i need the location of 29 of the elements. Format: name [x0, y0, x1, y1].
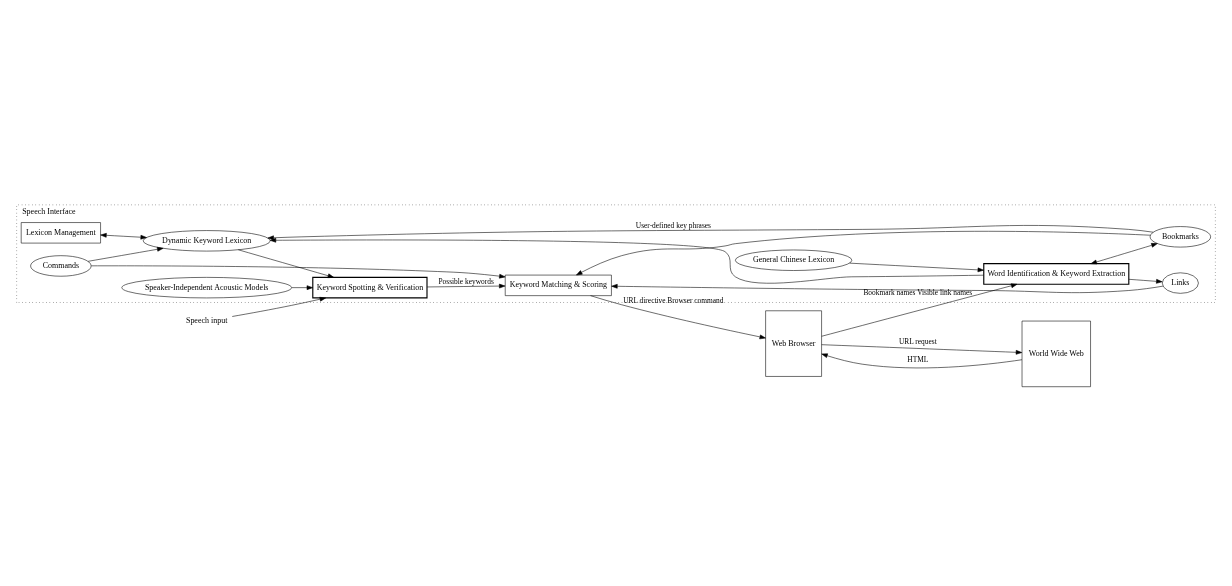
- arrow: [590, 294, 766, 339]
- node-ellipse: Links: [1161, 272, 1199, 294]
- arrow: [849, 262, 984, 272]
- node-ellipse: Speaker-Independent Acoustic Models: [121, 276, 292, 298]
- arrow: [821, 343, 1023, 355]
- arrow: [231, 296, 326, 317]
- arrow: [238, 249, 334, 278]
- node-box: Lexicon Management: [20, 221, 101, 243]
- arrow: [426, 283, 506, 288]
- arrow: [611, 283, 1164, 293]
- node-ellipse: General Chinese Lexicon: [735, 249, 853, 271]
- arrow: [576, 230, 1151, 275]
- node-box: World Wide Web: [1021, 320, 1091, 387]
- arrow: [87, 246, 164, 262]
- arrow: [291, 284, 313, 290]
- arrow: [100, 232, 147, 239]
- node-box: Web Browser: [765, 310, 822, 377]
- node-box: Word Identification & Keyword Extraction: [983, 262, 1130, 285]
- node-box: Keyword Matching & Scoring: [504, 274, 612, 296]
- arrow: [821, 283, 1018, 337]
- arrow: [267, 224, 1154, 240]
- arrow: [1090, 242, 1158, 264]
- node-text: Speech input: [185, 315, 228, 325]
- arrow: [821, 353, 1023, 368]
- arrow: [1128, 278, 1163, 284]
- arrow: [91, 265, 506, 278]
- node-box: Keyword Spotting & Verification: [312, 276, 428, 298]
- arrow: [269, 237, 984, 284]
- node-ellipse: Commands: [30, 254, 92, 276]
